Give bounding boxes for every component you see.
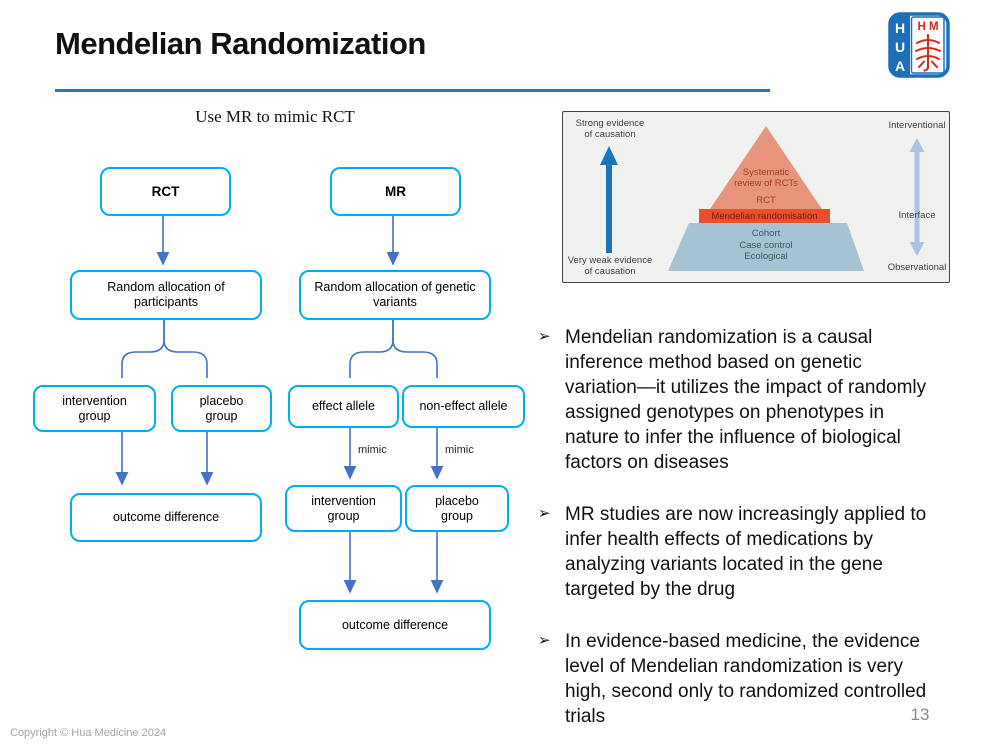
svg-text:A: A (895, 58, 905, 74)
interventional-label: Interventional (888, 120, 946, 131)
systematic-review-label: Systematic review of RCTs (734, 167, 798, 189)
pyramid-shapes (600, 126, 925, 271)
arrow-bullet-icon: ➢ (538, 632, 551, 649)
mr-box: MR (330, 167, 461, 216)
list-item: ➢ Mendelian randomization is a causal in… (538, 325, 990, 475)
hua-medicine-logo: H U A H M (888, 12, 950, 83)
svg-text:U: U (895, 39, 905, 55)
mr-placebo-group-box: placebo group (405, 485, 509, 532)
pyramid-bottom-tier (668, 223, 864, 271)
bullet-list: ➢ Mendelian randomization is a causal in… (538, 325, 990, 750)
causation-arrow-icon (600, 146, 618, 253)
bullet-text: Mendelian randomization is a causal infe… (565, 327, 927, 473)
list-item: ➢ MR studies are now increasingly applie… (538, 502, 990, 602)
mendelian-randomisation-band-label: Mendelian randomisation (711, 211, 818, 222)
observational-tiers-label: Cohort Case control Ecological (739, 228, 793, 262)
very-weak-evidence-label: Very weak evidence of causation (567, 255, 653, 277)
flowchart-caption: Use MR to mimic RCT (195, 107, 355, 126)
rct-intervention-group-box: intervention group (33, 385, 156, 432)
rct-box: RCT (100, 167, 231, 216)
mr-non-effect-allele-box: non-effect allele (402, 385, 525, 428)
arrow-bullet-icon: ➢ (538, 505, 551, 522)
bullet-text: In evidence-based medicine, the evidence… (565, 631, 927, 727)
rct-outcome-difference-box: outcome difference (70, 493, 262, 542)
svg-text:H M: H M (917, 21, 938, 33)
mimic-label-left: mimic (358, 444, 387, 456)
mr-outcome-difference-box: outcome difference (299, 600, 491, 650)
mr-intervention-group-box: intervention group (285, 485, 402, 532)
rct-random-allocation-box: Random allocation of participants (70, 270, 262, 320)
bullet-text: MR studies are now increasingly applied … (565, 504, 927, 600)
title-underline (55, 89, 770, 92)
hua-logo-icon: H U A H M (888, 12, 950, 78)
interface-arrow-icon (909, 138, 925, 256)
pyramid-mr-band (699, 209, 830, 223)
copyright-text: Copyright © Hua Medicine 2024 (10, 727, 167, 739)
page-title: Mendelian Randomization (55, 26, 426, 61)
pyramid-top-tier (710, 126, 822, 209)
mr-random-allocation-box: Random allocation of genetic variants (299, 270, 491, 320)
rct-placebo-group-box: placebo group (171, 385, 272, 432)
list-item: ➢ In evidence-based medicine, the eviden… (538, 629, 990, 729)
arrow-bullet-icon: ➢ (538, 328, 551, 345)
strong-evidence-label: Strong evidence of causation (575, 118, 645, 140)
mimic-label-right: mimic (445, 444, 474, 456)
evidence-pyramid-panel: Strong evidence of causation Very weak e… (562, 111, 950, 283)
page-number: 13 (910, 705, 930, 724)
plant-glyph-icon (915, 34, 941, 72)
observational-label: Observational (887, 262, 947, 273)
mr-effect-allele-box: effect allele (288, 385, 399, 428)
svg-text:H: H (895, 20, 905, 36)
interface-label: Interface (898, 210, 936, 221)
rct-tier-label: RCT (756, 195, 776, 206)
